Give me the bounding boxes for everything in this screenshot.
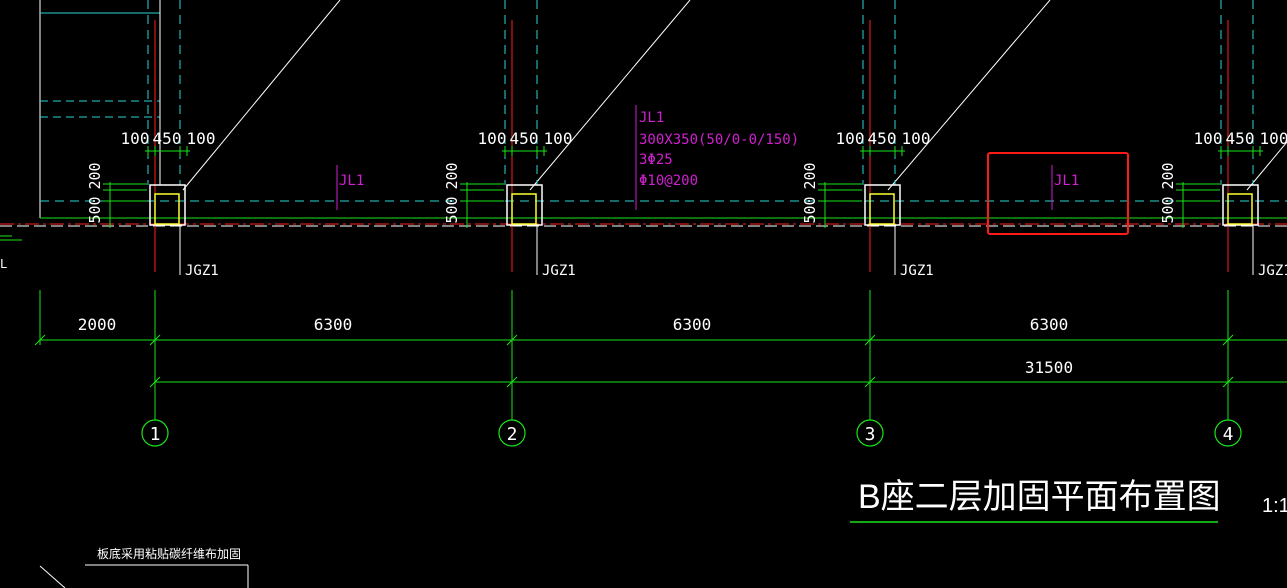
scale-text: 1:1 xyxy=(1262,495,1287,517)
dim-tick xyxy=(864,334,876,346)
dim-text-lower: 500 xyxy=(1159,196,1177,223)
diagonal-lines xyxy=(182,0,1287,191)
axis-bubble-1: 1 xyxy=(141,419,169,447)
title-block: B座二层加固平面布置图 1:1 xyxy=(850,478,1287,523)
column-outline xyxy=(149,184,186,226)
axis-bubble-4: 4 xyxy=(1214,419,1242,447)
dim-text-span-1: 6300 xyxy=(314,315,353,334)
dim-tick xyxy=(34,334,46,346)
dim-text-right: 100 xyxy=(902,129,931,148)
beam-spec-bars: 3Φ25 xyxy=(639,152,673,168)
column-label: JGZ1 xyxy=(1258,263,1287,279)
column-outline xyxy=(864,184,901,226)
dim-text-lower: 500 xyxy=(86,196,104,223)
left-edge-fragments xyxy=(0,235,22,241)
dim-tick xyxy=(1222,334,1234,346)
dim-tick xyxy=(506,376,518,388)
beam-label-1: JL1 xyxy=(336,165,364,210)
axis-label: 4 xyxy=(1223,424,1234,445)
drawing-title: B座二层加固平面布置图 xyxy=(858,478,1221,516)
beam-label-2: JL1 xyxy=(1051,165,1079,210)
dim-text-left: 100 xyxy=(478,129,507,148)
dim-text-left: 100 xyxy=(836,129,865,148)
column-label: JGZ1 xyxy=(900,263,934,279)
dim-text-right: 100 xyxy=(187,129,216,148)
beam-spec-name: JL1 xyxy=(639,110,664,126)
wall-block xyxy=(39,0,161,218)
dim-tick xyxy=(1222,376,1234,388)
dim-text-mid: 450 xyxy=(510,129,539,148)
dim-text-right: 100 xyxy=(544,129,573,148)
axis-label: 1 xyxy=(150,424,161,445)
dim-text-mid: 450 xyxy=(153,129,182,148)
beam-spec-size: 300X350(50/0-0/150) xyxy=(639,132,799,148)
dim-text-left: 100 xyxy=(1194,129,1223,148)
beam-label-text: JL1 xyxy=(339,173,364,189)
dim-tick xyxy=(506,334,518,346)
beam-spec-stirrups: Φ10@200 xyxy=(639,173,698,189)
dim-text-upper: 200 xyxy=(86,162,104,189)
dimension-layer: 2000 6300 6300 6300 31500 xyxy=(34,290,1287,420)
dim-text-left: 100 xyxy=(121,129,150,148)
column-core xyxy=(1227,193,1253,225)
dim-text-upper: 200 xyxy=(1159,162,1177,189)
column-outline xyxy=(506,184,543,226)
axis-layer: 1 2 3 4 xyxy=(141,419,1242,447)
axis-circle xyxy=(141,419,169,447)
column-core xyxy=(869,193,895,225)
dim-text-lower: 500 xyxy=(443,196,461,223)
dim-text-span-3: 6300 xyxy=(1030,315,1069,334)
dim-text-2000: 2000 xyxy=(78,315,117,334)
axis-circle xyxy=(1214,419,1242,447)
dim-text-total: 31500 xyxy=(1025,358,1073,377)
beam-label-text: JL1 xyxy=(1054,173,1079,189)
beam-spec-block: JL1 300X350(50/0-0/150) 3Φ25 Φ10@200 xyxy=(635,105,799,210)
axis-circle xyxy=(856,419,884,447)
dim-tick xyxy=(864,376,876,388)
dim-text-right: 100 xyxy=(1260,129,1287,148)
footnote-block: 板底采用粘贴碳纤维布加固 xyxy=(39,546,249,588)
axis-label: 3 xyxy=(865,424,876,445)
left-edge-text: L xyxy=(0,257,7,271)
dim-text-lower: 500 xyxy=(801,196,819,223)
selection-highlight-box[interactable] xyxy=(987,152,1129,235)
column-label: JGZ1 xyxy=(185,263,219,279)
column-core xyxy=(511,193,537,225)
axis-circle xyxy=(498,419,526,447)
axis-bubble-2: 2 xyxy=(498,419,526,447)
beam-lines xyxy=(0,200,1287,227)
dim-text-mid: 450 xyxy=(868,129,897,148)
axis-label: 2 xyxy=(507,424,518,445)
column-core xyxy=(154,193,180,225)
column-label: JGZ1 xyxy=(542,263,576,279)
column-outline xyxy=(1222,184,1259,226)
axis-bubble-3: 3 xyxy=(856,419,884,447)
dim-text-upper: 200 xyxy=(443,162,461,189)
dim-text-upper: 200 xyxy=(801,162,819,189)
dim-text-span-2: 6300 xyxy=(673,315,712,334)
dim-tick xyxy=(149,334,161,346)
dim-text-mid: 450 xyxy=(1226,129,1255,148)
footnote-text: 板底采用粘贴碳纤维布加固 xyxy=(97,546,241,561)
dim-tick xyxy=(149,376,161,388)
